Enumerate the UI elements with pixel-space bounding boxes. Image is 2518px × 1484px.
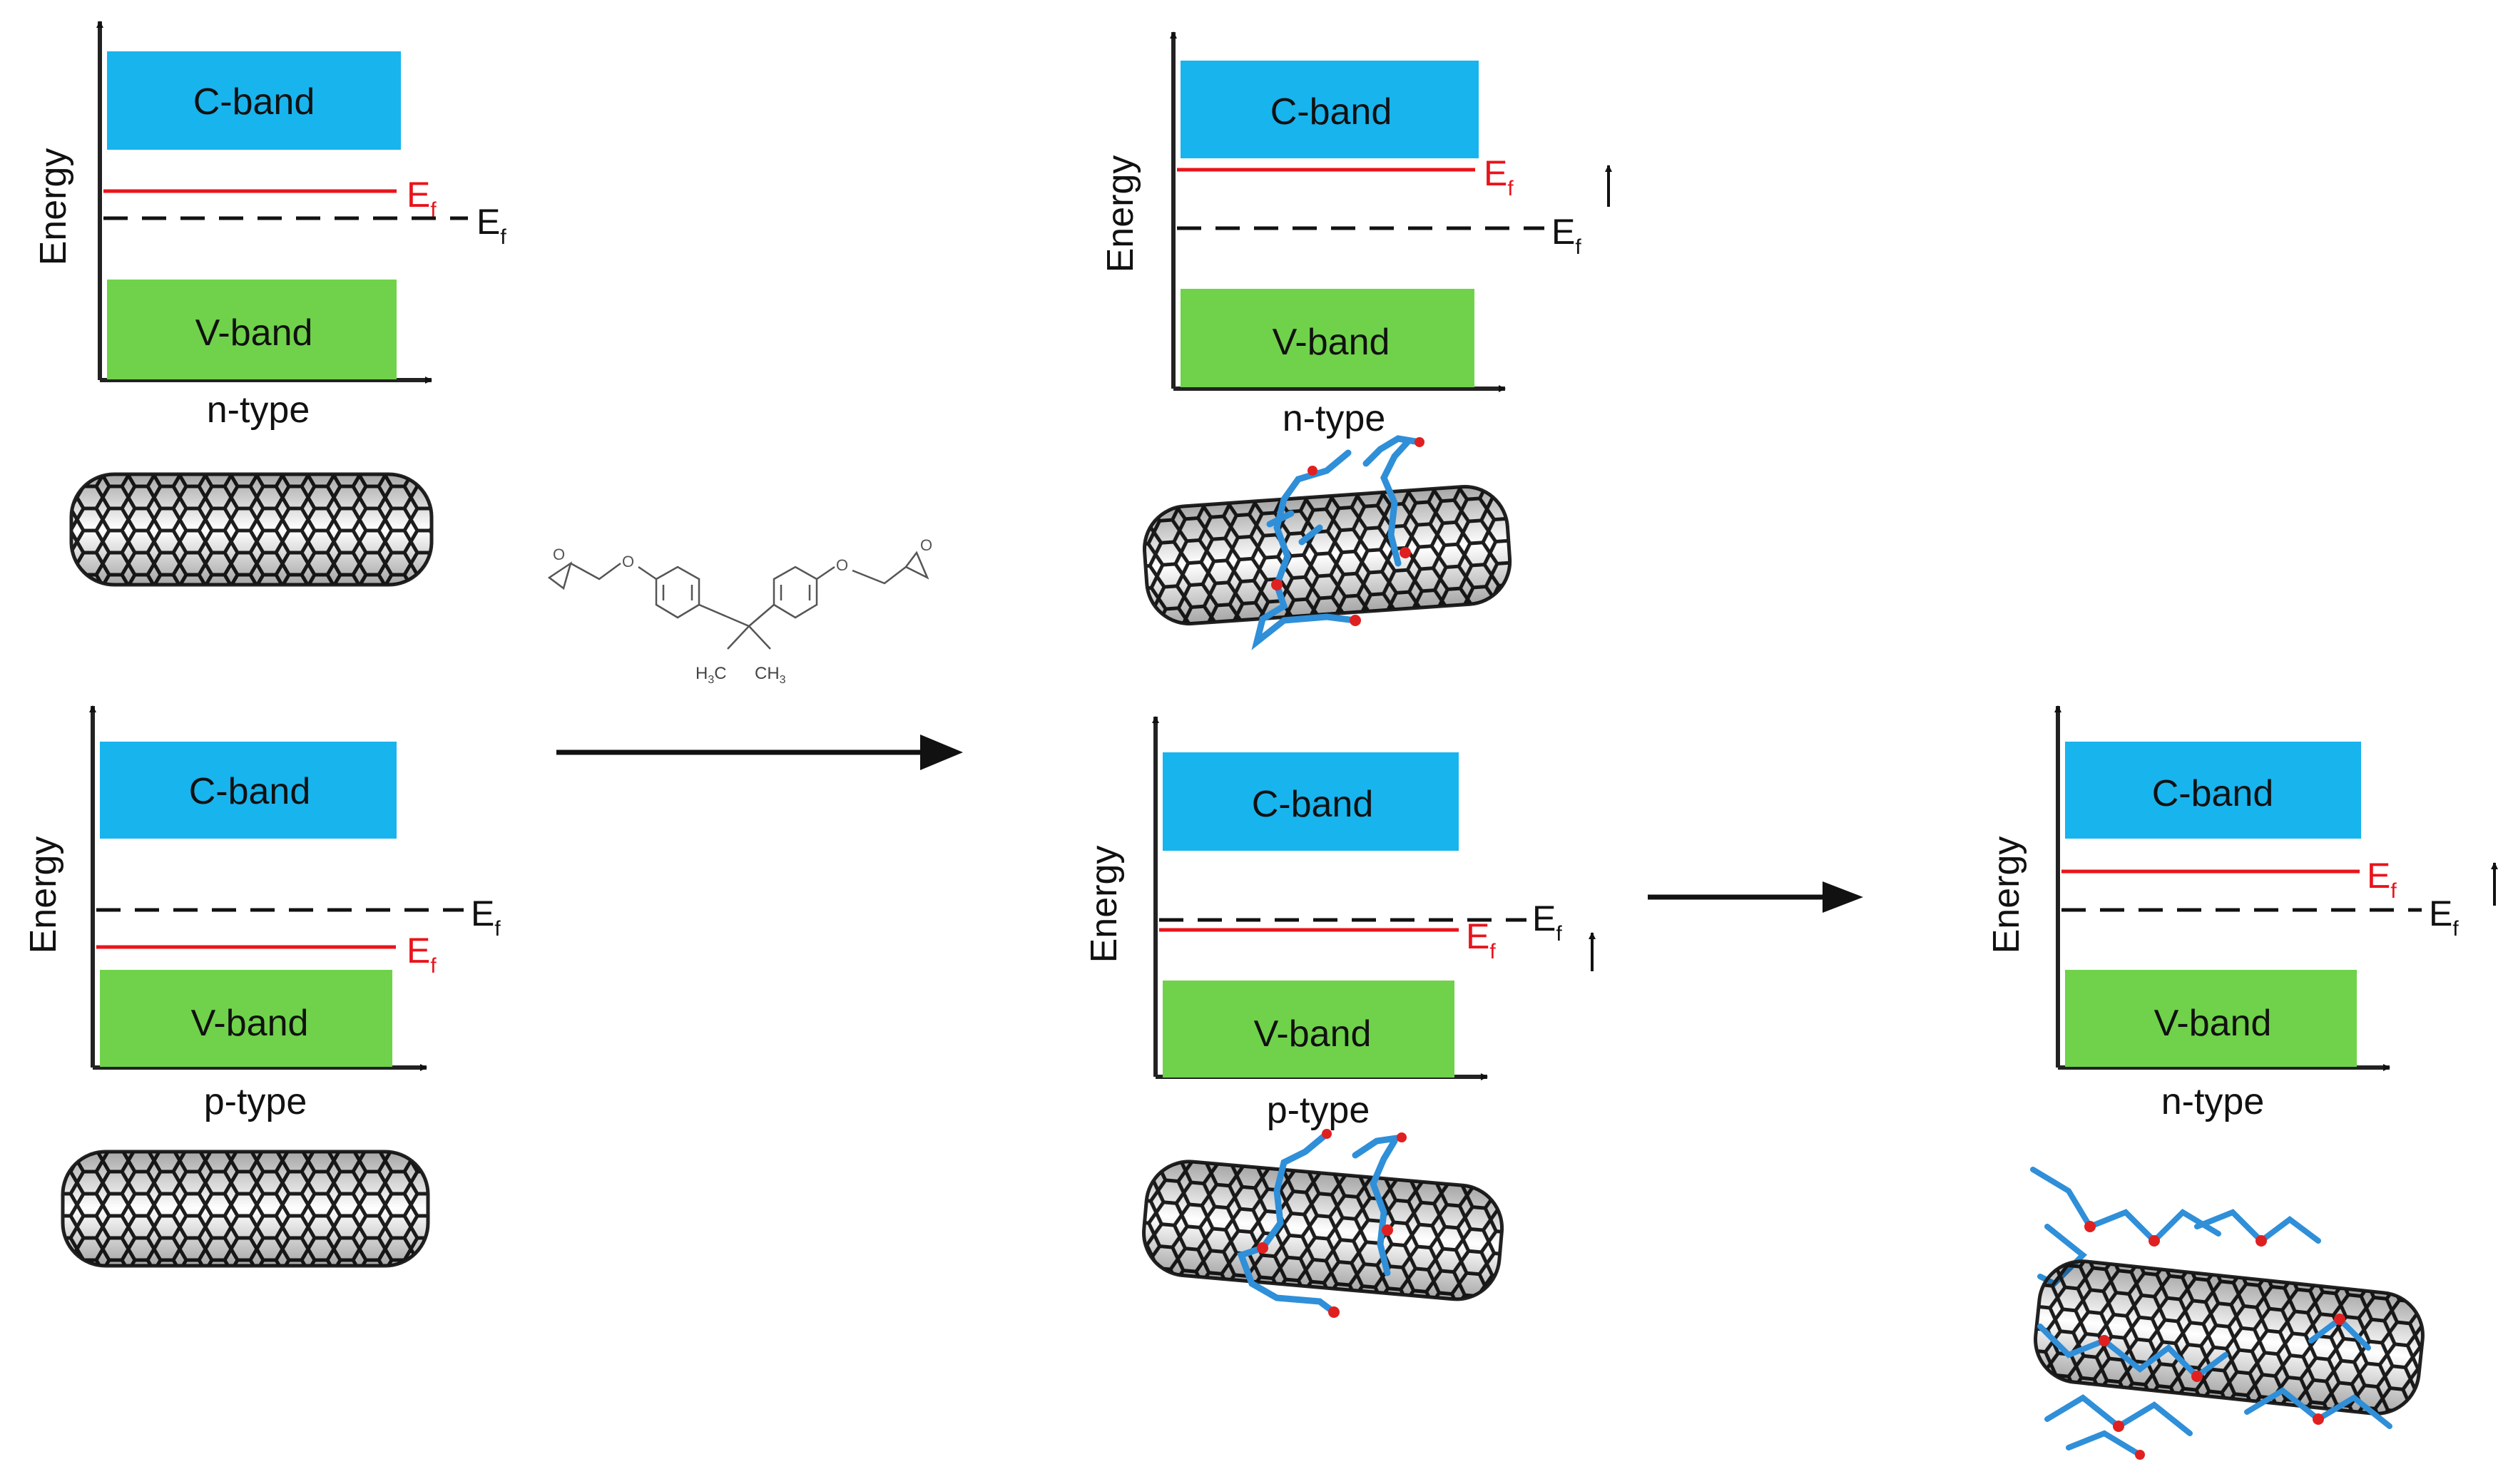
v-band-label: V-band [1273, 322, 1390, 363]
epoxy-molecule-structure: O O O O [547, 536, 932, 650]
v-band [1181, 289, 1474, 387]
fermi-label-new: Ef [1484, 153, 1514, 200]
oxygen-atoms [1257, 1129, 1407, 1318]
axis-label: Energy [33, 148, 74, 266]
v-band [2065, 970, 2357, 1067]
v-band [107, 280, 397, 379]
axis-label: Energy [23, 836, 64, 954]
type-label: n-type [1283, 398, 1386, 439]
axis-label: Energy [1986, 836, 2027, 954]
band-panel-4: Energy C-band V-band Ef Ef p-type [1084, 716, 1596, 1131]
fermi-label-reference: Ef [1532, 899, 1562, 946]
fermi-label-new: Ef [407, 175, 437, 222]
fermi-label-reference: Ef [476, 202, 506, 249]
c-band-label: C-band [1252, 784, 1374, 825]
nanotube-functionalized-1 [1142, 435, 1512, 650]
c-band-label: C-band [189, 771, 311, 812]
svg-text:O: O [622, 553, 634, 570]
axis-label: Energy [1100, 155, 1141, 273]
fermi-label-new: Ef [1466, 916, 1496, 963]
c-band-label: C-band [2152, 773, 2274, 814]
band-panel-5: Energy C-band V-band Ef Ef n-type [1986, 705, 2498, 1122]
oxygen-atoms [2084, 1221, 2345, 1460]
svg-text:O: O [553, 546, 565, 563]
nanotube-pristine-1 [69, 472, 434, 587]
c-band [107, 51, 401, 150]
svg-text:O: O [836, 556, 848, 574]
fermi-label-new: Ef [2367, 856, 2397, 903]
type-label: n-type [207, 389, 310, 431]
axis-label: Energy [1084, 846, 1125, 963]
v-band-label: V-band [195, 312, 313, 354]
fermi-label-reference: Ef [1551, 212, 1581, 259]
methyl-label-right: CH3 [755, 664, 786, 686]
fermi-label-new: Ef [407, 931, 437, 978]
type-label: n-type [2161, 1081, 2265, 1122]
c-band [1181, 61, 1479, 158]
v-band-label: V-band [191, 1003, 309, 1044]
c-band-label: C-band [193, 81, 315, 123]
c-band-label: C-band [1270, 91, 1392, 133]
v-band-label: V-band [2154, 1003, 2272, 1044]
v-band [1163, 981, 1454, 1078]
c-band [2065, 742, 2361, 839]
oxygen-atoms [1271, 437, 1424, 626]
c-band [1163, 752, 1459, 851]
c-band [100, 742, 397, 839]
nanotube-pristine-2 [61, 1150, 430, 1268]
band-panel-1: Energy C-band V-band Ef Ef n-type [33, 21, 506, 431]
fermi-label-reference: Ef [2429, 894, 2459, 941]
v-band-label: V-band [1254, 1013, 1372, 1055]
type-label: p-type [1267, 1090, 1370, 1131]
band-panel-2: Energy C-band V-band Ef Ef p-type [23, 705, 501, 1122]
type-label: p-type [204, 1081, 307, 1122]
nanotube-functionalized-2 [1142, 1129, 1504, 1318]
band-panel-3: Energy C-band V-band Ef Ef n-type [1100, 31, 1612, 439]
methyl-label-left: H3C [695, 664, 727, 686]
v-band [100, 970, 392, 1067]
nanotube-functionalized-3 [2030, 1167, 2425, 1460]
process-arrow-1-head [920, 735, 963, 770]
fermi-label-reference: Ef [471, 894, 501, 941]
process-arrow-2-head [1823, 881, 1863, 913]
svg-text:O: O [920, 536, 932, 554]
